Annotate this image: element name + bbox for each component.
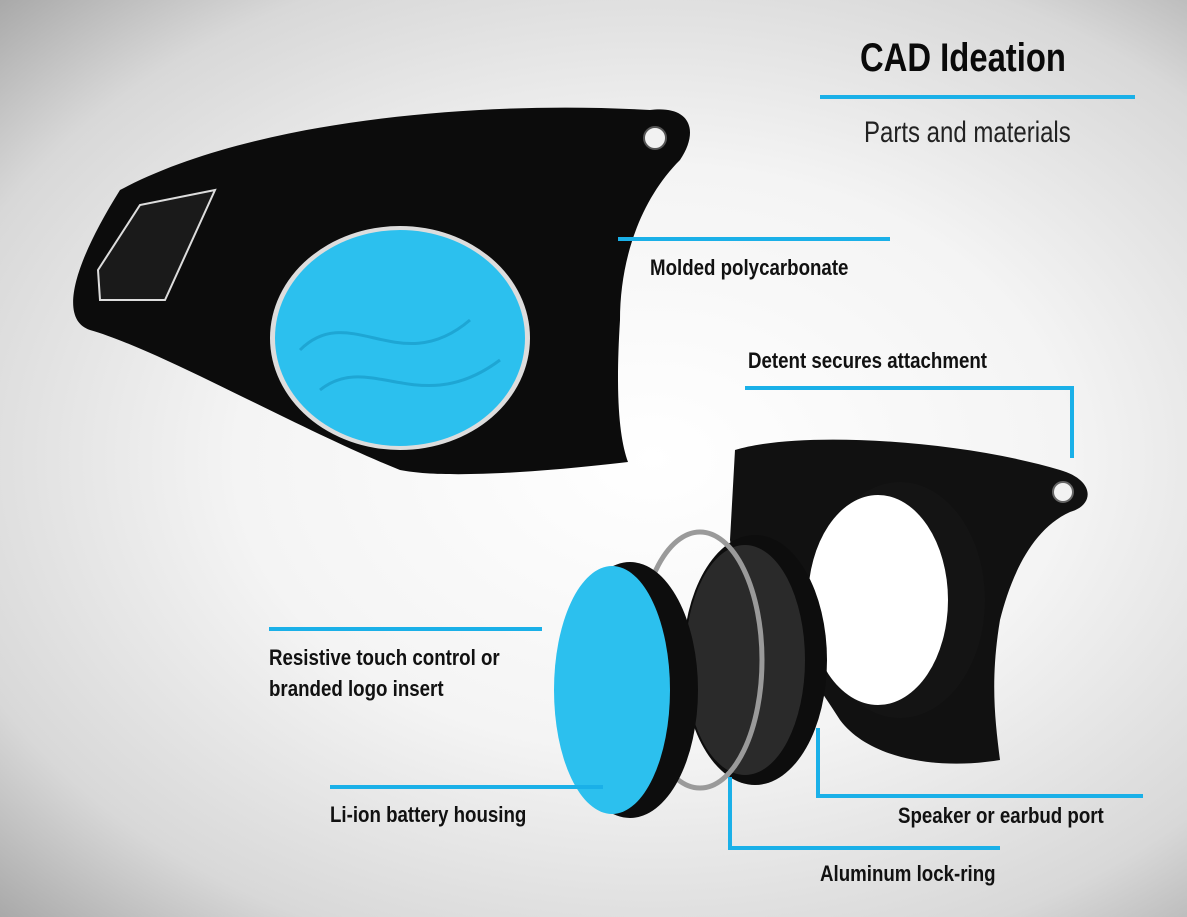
callout-touch-control-line2: branded logo insert bbox=[269, 676, 444, 701]
assembled-housing bbox=[73, 107, 690, 475]
callout-touch-control-line1: Resistive touch control or bbox=[269, 645, 500, 670]
callout-molded-polycarbonate: Molded polycarbonate bbox=[650, 255, 849, 280]
callout-battery-housing: Li-ion battery housing bbox=[330, 802, 527, 827]
battery-housing bbox=[554, 562, 698, 818]
callout-speaker-port: Speaker or earbud port bbox=[898, 803, 1104, 828]
speaker-disc bbox=[683, 535, 827, 785]
page-title: CAD Ideation bbox=[860, 36, 1066, 80]
page-subtitle: Parts and materials bbox=[864, 116, 1071, 149]
callout-lock-ring: Aluminum lock-ring bbox=[820, 861, 996, 886]
callout-detent: Detent secures attachment bbox=[748, 348, 988, 373]
callout-lines bbox=[269, 95, 1143, 850]
touch-insert bbox=[275, 230, 525, 446]
